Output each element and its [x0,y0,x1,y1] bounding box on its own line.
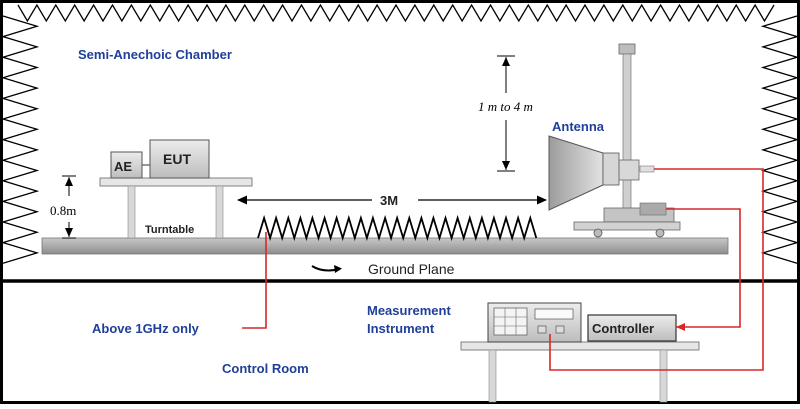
control-room-table [460,341,700,403]
height-08-arrow-up [65,177,73,186]
ground-plane [41,237,729,255]
control-room-label: Control Room [222,361,309,376]
turntable-label: Turntable [145,224,194,236]
chamber-label: Semi-Anechoic Chamber [78,47,232,62]
controller-arrow [676,323,685,331]
absorber-top [17,3,775,23]
height-08-arrow-down [65,228,73,237]
height-range-label: 1 m to 4 m [478,99,533,114]
measurement-label-line1: Measurement [367,303,451,318]
ground-plane-arrow-head [334,265,342,273]
horn-feed [602,152,620,186]
absorber-left [0,15,40,264]
ae-box [110,151,143,179]
antenna-mast [573,43,681,238]
distance-arrow-right [537,195,547,205]
height-range-arrow-down [502,161,510,170]
ground-plane-label: Ground Plane [368,261,455,277]
eut-box [149,139,210,179]
height-08-label: 0.8m [50,203,76,218]
turntable-table [99,177,253,239]
cable-antenna-instrument [549,168,764,371]
ae-label: AE [114,159,132,174]
cable-mast-controller [666,208,741,328]
cable-floor-absorber [242,232,267,329]
distance-arrow-left [237,195,247,205]
antenna-label: Antenna [552,119,605,134]
above-1ghz-label: Above 1GHz only [92,321,200,336]
cables [242,168,764,371]
eut-label: EUT [163,151,191,167]
height-range-arrow-up [502,57,510,66]
measurement-instrument [487,302,582,343]
measurement-label-line2: Instrument [367,321,435,336]
horn-antenna [548,135,604,211]
distance-label: 3M [380,193,398,208]
floor-absorber [257,214,538,242]
absorber-right [760,15,800,264]
controller-label: Controller [592,321,654,336]
controller-box [587,314,677,342]
